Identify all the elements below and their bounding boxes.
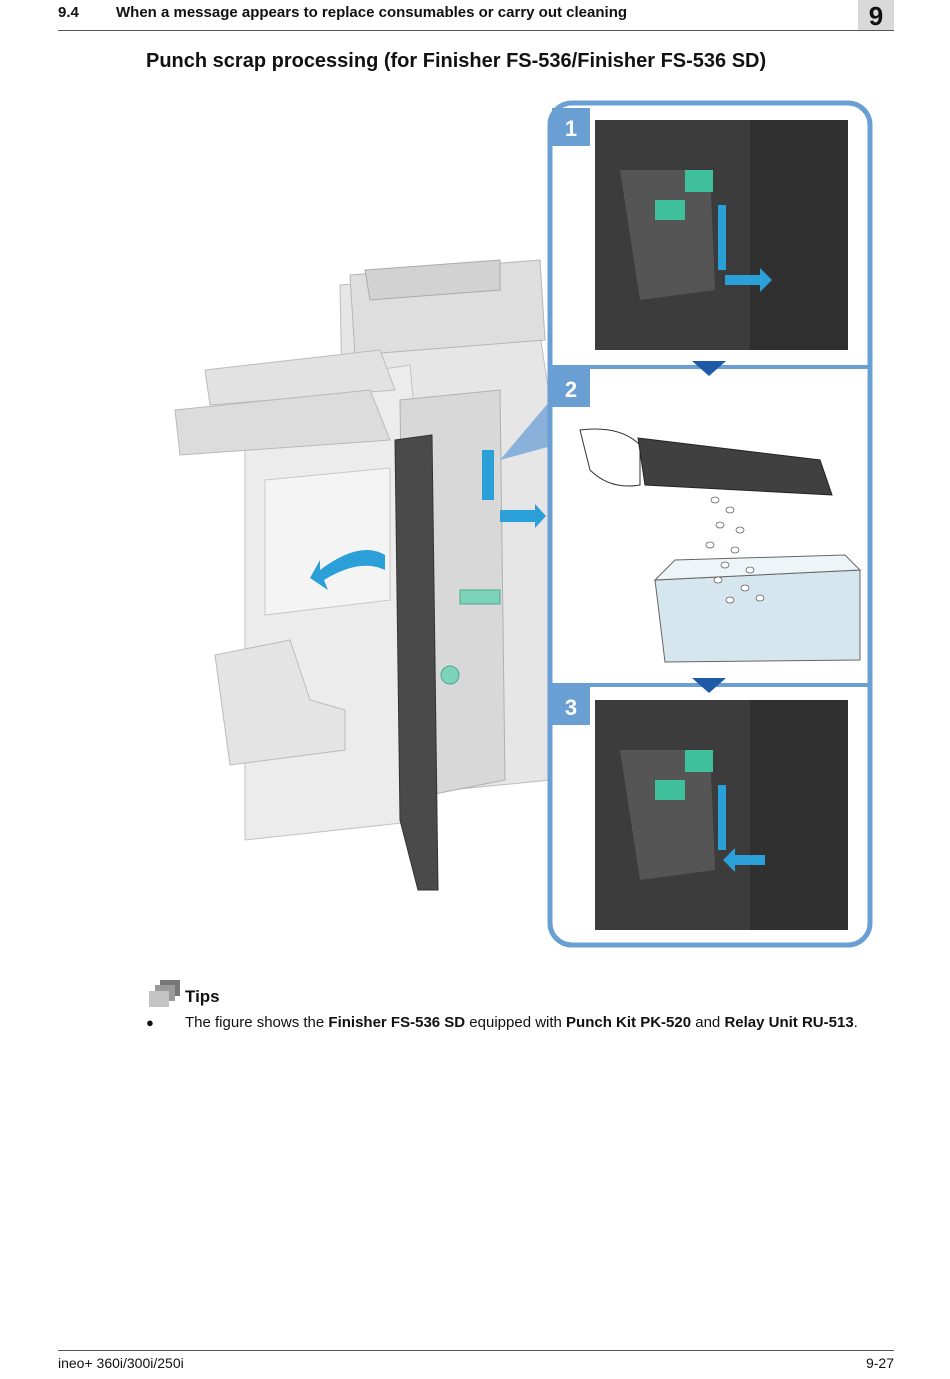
copier-illustration bbox=[174, 259, 551, 891]
step-1-number: 1 bbox=[565, 116, 577, 141]
bullet-icon: ● bbox=[146, 1015, 154, 1030]
section-number: 9.4 bbox=[58, 4, 79, 21]
step-3: 3 bbox=[552, 687, 848, 930]
step-3-number: 3 bbox=[565, 695, 577, 720]
step-2: 2 bbox=[552, 369, 862, 663]
step-1: 1 bbox=[552, 108, 848, 350]
page-footer: ineo+ 360i/300i/250i 9-27 bbox=[58, 1350, 894, 1379]
page-title: Punch scrap processing (for Finisher FS-… bbox=[146, 50, 767, 72]
section-title: When a message appears to replace consum… bbox=[116, 4, 628, 21]
page-header: 9.4 When a message appears to replace co… bbox=[58, 0, 894, 31]
tip-text: The figure shows the Finisher FS-536 SD … bbox=[185, 1014, 858, 1031]
tips-heading: Tips bbox=[185, 987, 220, 1006]
product-model: ineo+ 360i/300i/250i bbox=[58, 1355, 184, 1371]
page-number: 9-27 bbox=[865, 1355, 894, 1371]
tips-icon bbox=[149, 980, 180, 1007]
step-2-number: 2 bbox=[565, 377, 577, 402]
chapter-number: 9 bbox=[868, 1, 884, 31]
punch-scrap-illustration: 1 2 3 bbox=[174, 100, 873, 948]
chapter-tab: 9 bbox=[858, 0, 894, 31]
